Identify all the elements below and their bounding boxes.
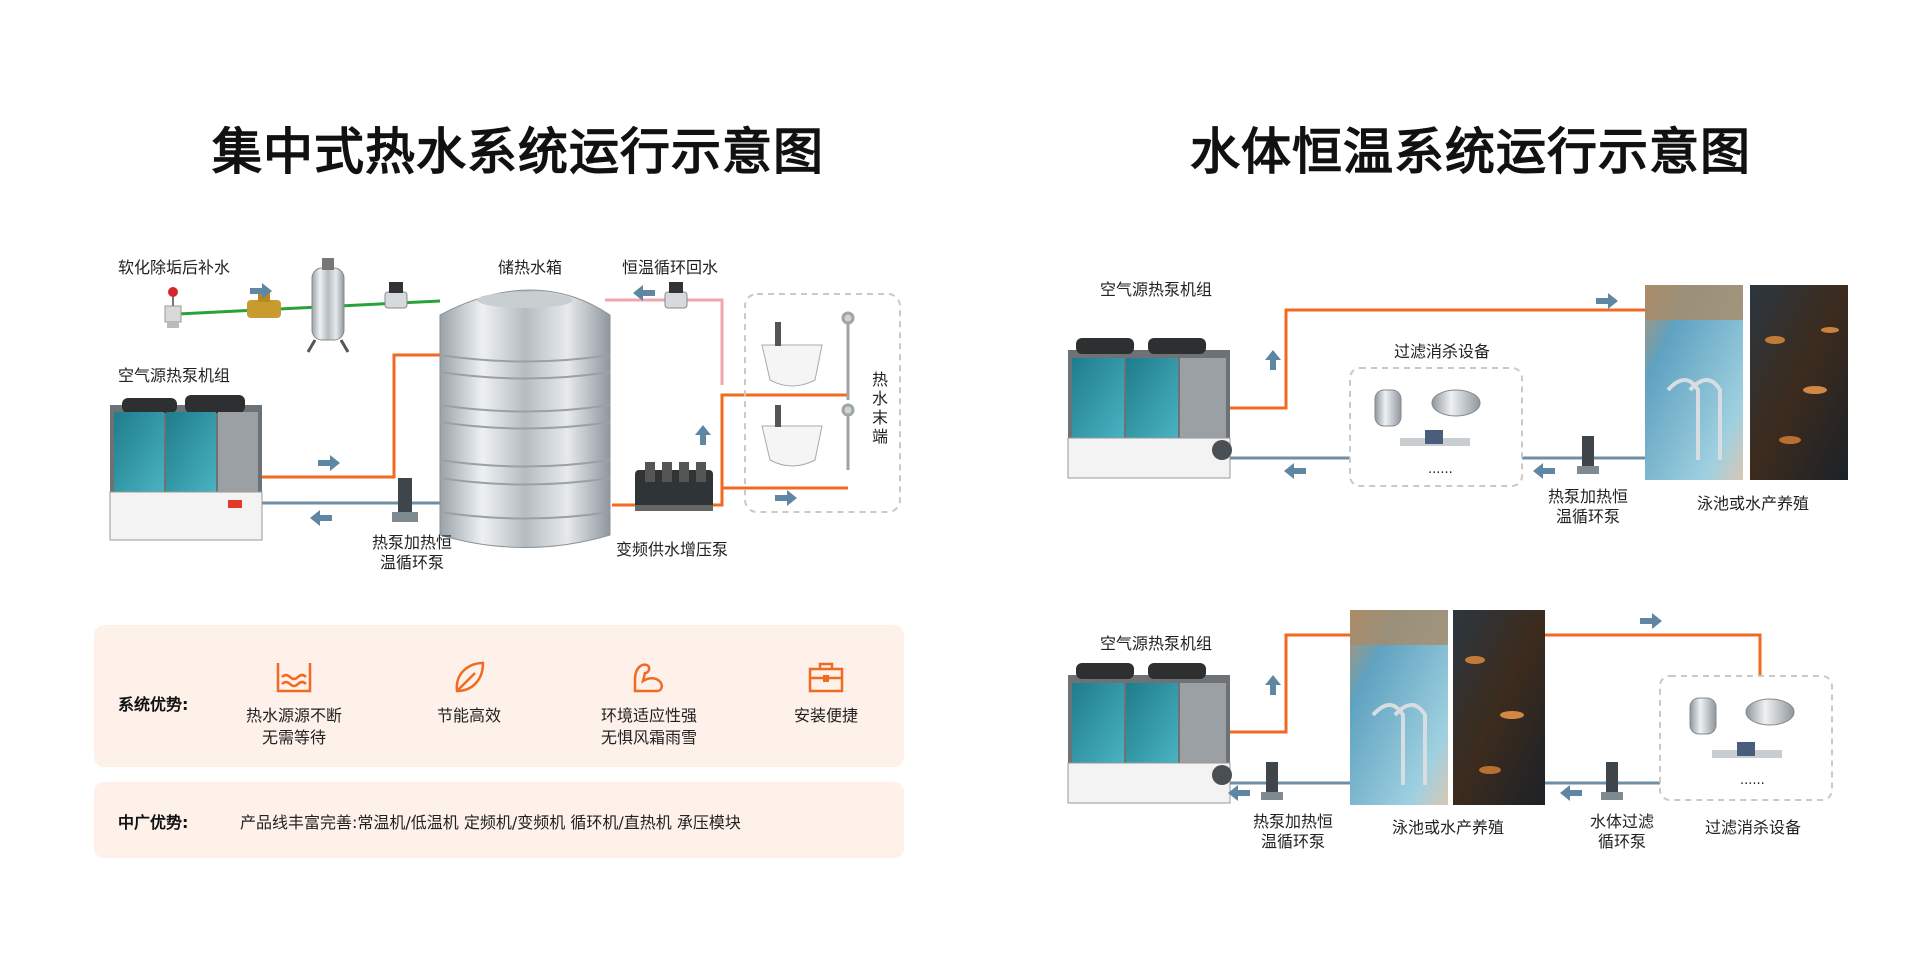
top-circulation-pump-icon bbox=[1577, 436, 1599, 474]
advantage-item: 环境适应性强 无惧风霜雨雪 bbox=[569, 659, 729, 749]
bottom-pump2-icon bbox=[1601, 762, 1623, 800]
top-dots: ...... bbox=[1428, 462, 1453, 477]
storage-tank-icon bbox=[439, 289, 611, 548]
return-label: 恒温循环回水 bbox=[622, 258, 719, 277]
bottom-filter-pipe bbox=[1545, 633, 1762, 680]
softener-tank-icon bbox=[306, 258, 350, 353]
bottom-dots: ...... bbox=[1740, 773, 1765, 788]
leaf-icon bbox=[455, 661, 485, 693]
bottom-pool-image bbox=[1350, 610, 1448, 805]
terminal-label: 热水末端 bbox=[871, 370, 888, 446]
central-hot-water-diagram bbox=[109, 258, 901, 548]
bottom-pump1-icon bbox=[1261, 762, 1283, 800]
bottom-pool-label: 泳池或水产养殖 bbox=[1392, 818, 1505, 837]
strong-arm-icon bbox=[633, 663, 664, 693]
top-filter-label: 过滤消杀设备 bbox=[1394, 342, 1491, 361]
right-title: 水体恒温系统运行示意图 bbox=[1190, 123, 1751, 181]
bottom-uv-sterilizer-icon bbox=[1712, 742, 1782, 758]
top-heat-pump-unit-icon bbox=[1067, 338, 1232, 479]
left-title: 集中式热水系统运行示意图 bbox=[212, 123, 824, 181]
zhongguang-title: 中广优势: bbox=[118, 813, 189, 832]
return-solenoid-valve-icon bbox=[664, 282, 688, 309]
tank-label: 储热水箱 bbox=[498, 258, 563, 277]
advantages-title: 系统优势: bbox=[118, 695, 189, 714]
advantage-item: 热水源源不断 无需等待 bbox=[214, 659, 374, 749]
booster-label: 变频供水增压泵 bbox=[616, 540, 729, 559]
top-pool-image bbox=[1645, 285, 1743, 480]
bottom-pump1-label: 热泵加热恒温循环泵 bbox=[1252, 812, 1333, 851]
zhongguang-text: 产品线丰富完善:常温机/低温机 定频机/变频机 循环机/直热机 承压模块 bbox=[240, 813, 741, 832]
system-advantages-panel: 系统优势: 热水源源不断 无需等待 节能高效 环境适应性强 无惧风霜雨雪 bbox=[94, 625, 904, 767]
bottom-hp-unit-label: 空气源热泵机组 bbox=[1100, 634, 1213, 653]
solenoid-valve-icon bbox=[384, 282, 408, 309]
shower-icon bbox=[841, 311, 855, 470]
top-hot-pipe bbox=[1230, 308, 1645, 410]
flow-arrow-icon bbox=[1228, 613, 1662, 801]
pink-return-pipe bbox=[605, 298, 724, 385]
booster-pump-icon bbox=[635, 462, 713, 511]
bottom-hot-pipe bbox=[1230, 633, 1350, 734]
flow-arrow-icon bbox=[1265, 293, 1618, 479]
flow-arrow-icon bbox=[250, 283, 797, 526]
top-pump-label: 热泵加热恒温循环泵 bbox=[1547, 487, 1628, 526]
top-filter-tank-icon bbox=[1374, 389, 1481, 427]
basin-icon bbox=[761, 322, 823, 467]
toolbox-icon bbox=[808, 662, 844, 693]
inlet-valve-icon bbox=[164, 287, 182, 328]
top-fish-image bbox=[1750, 285, 1848, 480]
advantage-item: 安装便捷 bbox=[746, 659, 906, 727]
bottom-heat-pump-unit-icon bbox=[1067, 663, 1232, 804]
top-uv-sterilizer-icon bbox=[1400, 430, 1470, 446]
bottom-filter-label: 过滤消杀设备 bbox=[1705, 818, 1802, 837]
hp-pump-label: 热泵加热恒温循环泵 bbox=[371, 533, 452, 572]
bottom-pump2-label: 水体过滤循环泵 bbox=[1589, 812, 1654, 851]
top-hp-unit-label: 空气源热泵机组 bbox=[1100, 280, 1213, 299]
heat-pump-unit-icon bbox=[109, 395, 263, 541]
water-bath-icon bbox=[276, 663, 312, 693]
advantage-item: 节能高效 bbox=[389, 659, 549, 727]
water-thermostat-diagram bbox=[1067, 285, 1848, 805]
soft-water-label: 软化除垢后补水 bbox=[118, 258, 231, 277]
bottom-filter-tank-icon bbox=[1689, 697, 1795, 735]
zhongguang-advantages-panel: 中广优势: 产品线丰富完善:常温机/低温机 定频机/变频机 循环机/直热机 承压… bbox=[94, 782, 904, 858]
terminal-box bbox=[744, 293, 901, 513]
top-pool-label: 泳池或水产养殖 bbox=[1697, 494, 1810, 513]
bottom-fish-image bbox=[1453, 610, 1545, 805]
hp-unit-label: 空气源热泵机组 bbox=[118, 366, 231, 385]
hp-circulation-pump-icon bbox=[392, 478, 418, 522]
